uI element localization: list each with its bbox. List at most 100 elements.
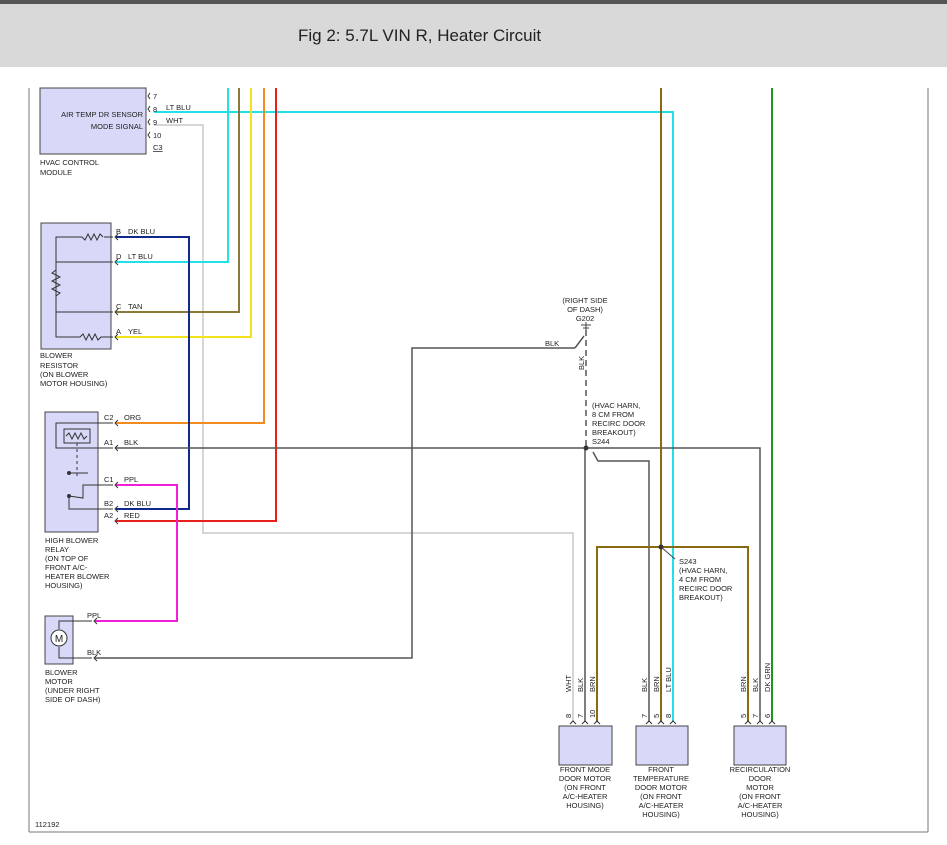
s243-note-line3: RECIRC DOOR (679, 584, 733, 593)
relay-pin-c1: C1 (104, 475, 114, 484)
recirc-name-line5: A/C-HEATER (738, 801, 783, 810)
wire-blk-s244-temp (592, 451, 650, 722)
s244-note-line4: BREAKOUT) (592, 428, 636, 437)
resistor-wire-yel: YEL (128, 327, 142, 336)
relay-name-line1: HIGH BLOWER (45, 536, 99, 545)
mode-name-line2: DOOR MOTOR (559, 774, 612, 783)
wire-lt-blu-temp (154, 111, 674, 722)
figure-title: Fig 2: 5.7L VIN R, Heater Circuit (298, 26, 542, 45)
recirc-pin-5: 5 (739, 714, 748, 718)
motor-wire-ppl: PPL (87, 611, 101, 620)
s243-note-line4: BREAKOUT) (679, 593, 723, 602)
wire-ppl (95, 484, 178, 622)
wire-yel-resistor (116, 88, 252, 338)
wire-dk-blu (116, 236, 190, 510)
hvac-pin-9: 9 (153, 118, 157, 127)
wire-blk-relay-recirc (116, 447, 761, 722)
top-border (0, 0, 947, 4)
relay-wire-ppl: PPL (124, 475, 138, 484)
wire-lt-blu-resistor (116, 88, 229, 263)
s244-note-line1: (HVAC HARN, (592, 401, 640, 410)
motor-symbol: M (55, 634, 63, 645)
mode-pin-10: 10 (588, 710, 597, 718)
s243-leader (660, 546, 676, 560)
temp-name-line5: A/C-HEATER (639, 801, 684, 810)
mode-wire-brn: BRN (588, 676, 597, 692)
relay-wire-red: RED (124, 511, 140, 520)
hvac-name-line1: HVAC CONTROL (40, 158, 99, 167)
mode-name-line5: HOUSING) (566, 801, 604, 810)
mode-wire-blk: BLK (576, 678, 585, 692)
resistor-internal (50, 232, 113, 342)
recirc-name-line2: DOOR (749, 774, 772, 783)
motor-name-line4: SIDE OF DASH) (45, 695, 101, 704)
wire-tan-resistor (116, 88, 240, 313)
motor-name-line3: (UNDER RIGHT (45, 686, 100, 695)
relay-pin-b2: B2 (104, 499, 113, 508)
front-mode-door-motor (558, 725, 613, 766)
blower-resistor (40, 222, 112, 350)
relay-internal (55, 422, 113, 510)
resistor-name-line2: RESISTOR (40, 361, 79, 370)
recirc-wire-dk-grn: DK GRN (763, 663, 772, 692)
relay-name-line6: HOUSING) (45, 581, 83, 590)
hvac-connector-c3: C3 (153, 143, 163, 152)
high-blower-relay (44, 411, 99, 533)
hvac-pin-8: 8 (153, 105, 157, 114)
hvac-name-line2: MODULE (40, 168, 72, 177)
hvac-label-air-temp: AIR TEMP DR SENSOR (61, 110, 143, 119)
resistor-name-line4: MOTOR HOUSING) (40, 379, 108, 388)
s243-id: S243 (679, 557, 697, 566)
relay-wire-dk-blu: DK BLU (124, 499, 151, 508)
mode-pin-8: 8 (564, 714, 573, 718)
relay-pin-a1: A1 (104, 438, 113, 447)
mode-name-line1: FRONT MODE (560, 765, 610, 774)
wire-wht-mode (154, 124, 574, 722)
motor-internal (50, 620, 92, 659)
resistor-pin-c: C (116, 302, 122, 311)
resistor-wire-tan: TAN (128, 302, 142, 311)
recirc-pin-7: 7 (751, 714, 760, 718)
resistor-pin-a: A (116, 327, 121, 336)
ground-switch-leg (574, 335, 585, 349)
front-temperature-door-motor (635, 725, 689, 766)
temp-wire-blk: BLK (640, 678, 649, 692)
ground-note-line1: (RIGHT SIDE (562, 296, 607, 305)
resistor-wire-dk-blu: DK BLU (128, 227, 155, 236)
mode-wire-wht: WHT (564, 675, 573, 692)
temp-name-line1: FRONT (648, 765, 674, 774)
resistor-wire-lt-blu: LT BLU (128, 252, 153, 261)
s243-note-line2: 4 CM FROM (679, 575, 721, 584)
temp-name-line2: TEMPERATURE (633, 774, 689, 783)
motor-wire-blk: BLK (87, 648, 101, 657)
hvac-control-module (39, 87, 147, 155)
ground-note-line2: OF DASH) (567, 305, 603, 314)
recirc-name-line4: (ON FRONT (739, 792, 781, 801)
ground-vertical-wire-blk: BLK (577, 356, 586, 370)
relay-pin-c2: C2 (104, 413, 114, 422)
recirculation-door-motor (733, 725, 787, 766)
s244-id: S244 (592, 437, 610, 446)
hvac-pin-7: 7 (153, 92, 157, 101)
temp-name-line3: DOOR MOTOR (635, 783, 688, 792)
resistor-name-line3: (ON BLOWER (40, 370, 89, 379)
recirc-name-line1: RECIRCULATION (730, 765, 791, 774)
recirc-name-line3: MOTOR (746, 783, 774, 792)
ground-id: G202 (576, 314, 594, 323)
s243-note-line1: (HVAC HARN, (679, 566, 727, 575)
relay-name-line4: FRONT A/C- (45, 563, 88, 572)
mode-pin-7: 7 (576, 714, 585, 718)
resistor-pin-b: B (116, 227, 121, 236)
splice-s244-dot (583, 445, 589, 451)
resistor-pin-d: D (116, 252, 122, 261)
ground-g202-symbol (581, 322, 591, 330)
relay-wire-blk: BLK (124, 438, 138, 447)
temp-name-line4: (ON FRONT (640, 792, 682, 801)
ground-wire-blk: BLK (545, 339, 559, 348)
temp-wire-brn: BRN (652, 676, 661, 692)
s244-note-line2: 8 CM FROM (592, 410, 634, 419)
wire-red-relay (116, 88, 277, 522)
s244-note-line3: RECIRC DOOR (592, 419, 646, 428)
temp-pin-5: 5 (652, 714, 661, 718)
